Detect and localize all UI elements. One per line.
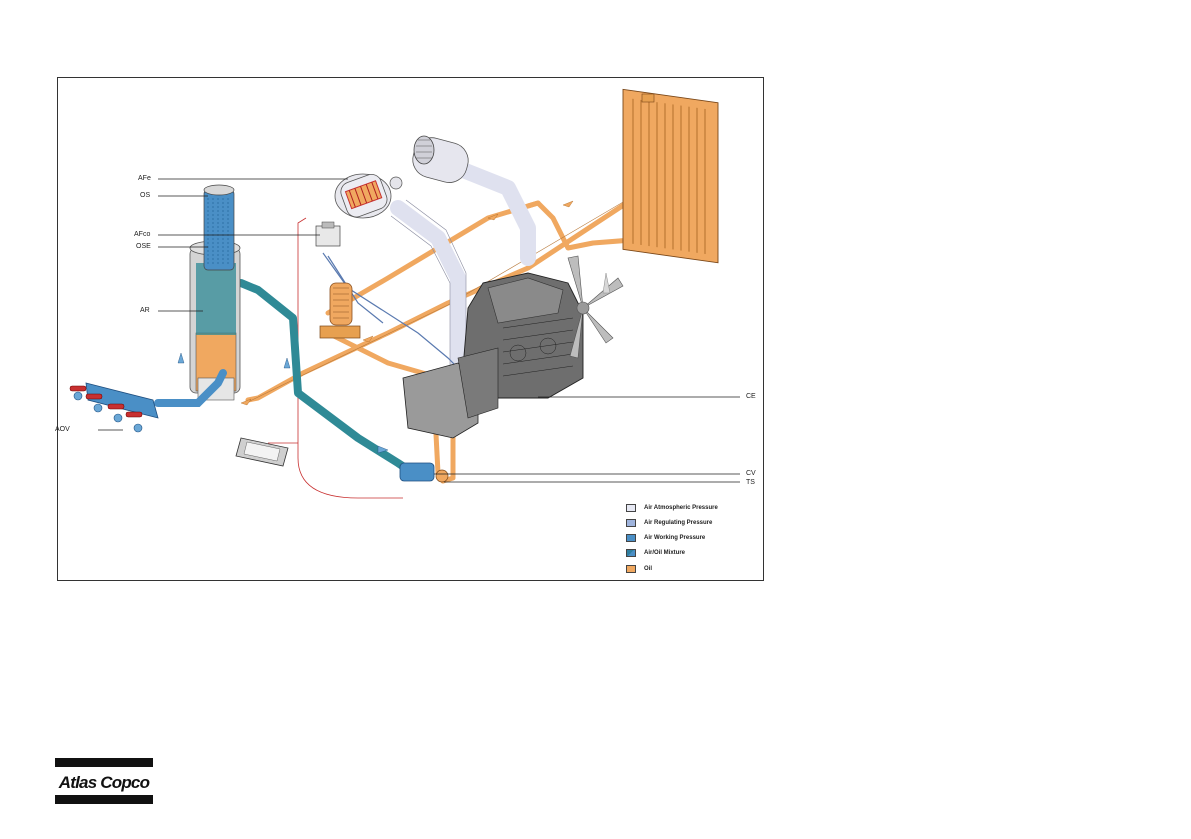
legend-label: Air Regulating Pressure (644, 519, 712, 527)
check-valve-thermostat (400, 463, 448, 482)
label-ar: AR (140, 307, 150, 315)
legend-swatch (626, 565, 636, 573)
control-panel (236, 438, 288, 466)
diagram-frame: AFe OS AFco OSE AR AOV CE CV TS Air Atmo… (57, 77, 764, 581)
label-ce: CE (746, 393, 756, 401)
label-afe: AFe (138, 175, 151, 183)
precleaner (409, 134, 472, 187)
logo-text: Atlas Copco (58, 773, 150, 792)
oil-cooler (623, 89, 718, 262)
legend-swatch (626, 519, 636, 527)
legend-label: Air Working Pressure (644, 534, 705, 542)
label-aov: AOV (55, 426, 70, 434)
legend-label: Air Atmospheric Pressure (644, 504, 718, 512)
legend-label: Air/Oil Mixture (644, 549, 685, 557)
atlas-copco-logo: Atlas Copco (55, 758, 153, 804)
legend-swatch (626, 534, 636, 542)
regulator-block (316, 222, 340, 246)
legend-swatch (626, 504, 636, 512)
label-os: OS (140, 192, 150, 200)
engine (403, 273, 583, 438)
label-ose: OSE (136, 243, 151, 251)
legend-label: Oil (644, 565, 652, 573)
label-ts: TS (746, 479, 755, 487)
label-afco: AFco (134, 231, 150, 239)
label-cv: CV (746, 470, 756, 478)
legend-swatch (626, 549, 636, 557)
oil-separator (190, 185, 240, 400)
